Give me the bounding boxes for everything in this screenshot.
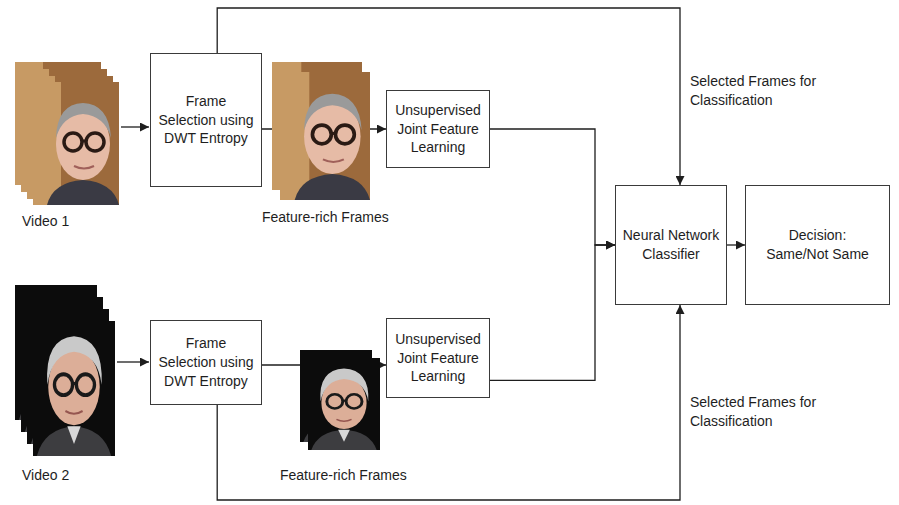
edge-label: Selected Frames for Classification	[688, 72, 827, 110]
input-arrow	[121, 126, 149, 127]
video-frame	[280, 72, 370, 200]
connector-arrow	[490, 245, 615, 380]
connector-arrow	[217, 305, 680, 500]
process-box: Frame Selection using DWT Entropy	[150, 320, 262, 405]
process-box: Unsupervised Joint Feature Learning	[386, 90, 490, 168]
connector-arrow	[727, 244, 745, 245]
video-frame	[33, 82, 119, 205]
video-frames	[15, 62, 119, 205]
edge-label: Selected Frames for Classification	[688, 393, 827, 431]
box-text: Frame Selection using DWT Entropy	[157, 92, 255, 149]
video-frame	[308, 358, 380, 450]
feature-frames	[272, 62, 370, 200]
process-box: Unsupervised Joint Feature Learning	[386, 318, 490, 398]
box-text: Decision: Same/Not Same	[764, 226, 871, 264]
feature-frames	[300, 350, 380, 450]
box-text: Neural Network Classifier	[622, 226, 720, 264]
box-text: Unsupervised Joint Feature Learning	[393, 330, 483, 387]
box-text: Unsupervised Joint Feature Learning	[393, 101, 483, 158]
caption-label: Video 1	[22, 212, 69, 230]
connector-arrow	[490, 129, 615, 245]
process-box: Neural Network Classifier	[615, 185, 727, 305]
video-frames	[15, 285, 115, 456]
caption-label: Feature-rich Frames	[280, 466, 407, 484]
caption-label: Video 2	[22, 466, 69, 484]
input-arrow	[117, 361, 149, 362]
process-box: Frame Selection using DWT Entropy	[150, 53, 262, 187]
box-text: Frame Selection using DWT Entropy	[157, 334, 255, 391]
process-box: Decision: Same/Not Same	[745, 185, 890, 305]
video-frame	[33, 321, 115, 456]
caption-label: Feature-rich Frames	[262, 208, 389, 226]
